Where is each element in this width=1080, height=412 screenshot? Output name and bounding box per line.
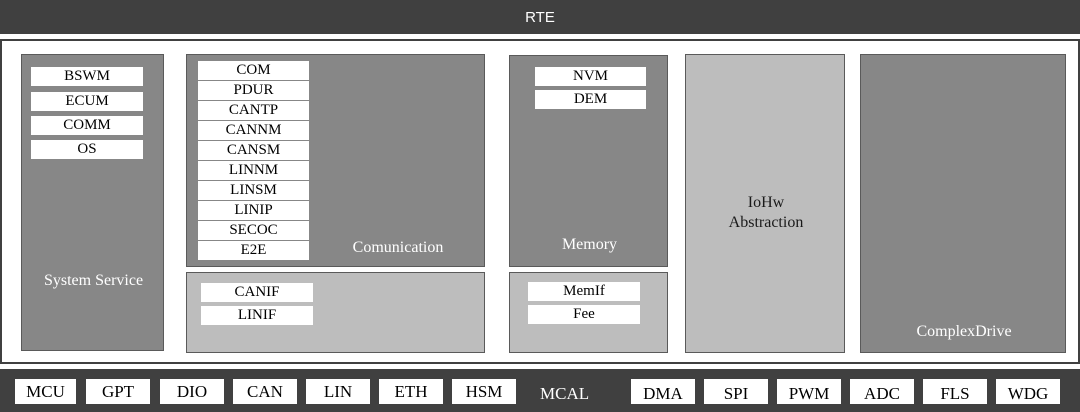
module-cannm: CANNM	[198, 121, 309, 140]
mcal-can: CAN	[233, 379, 297, 404]
iohw-label-line1: IoHw	[747, 194, 785, 211]
mcal-hsm: HSM	[452, 379, 516, 404]
mcal-lin: LIN	[306, 379, 370, 404]
complex-drive-label: ComplexDrive	[916, 323, 1012, 340]
module-linnm: LINNM	[198, 161, 309, 180]
module-com: COM	[198, 61, 309, 80]
mcal-adc: ADC	[850, 379, 914, 404]
module-os: OS	[31, 140, 143, 159]
mcal-eth: ETH	[379, 379, 443, 404]
module-ecum: ECUM	[31, 92, 143, 111]
iohw-label-line2: Abstraction	[728, 214, 804, 231]
module-memif: MemIf	[528, 282, 640, 301]
mcal-spi: SPI	[704, 379, 768, 404]
module-cantp: CANTP	[198, 101, 309, 120]
mcal-label: MCAL	[540, 384, 590, 403]
rte-label: RTE	[525, 8, 555, 26]
module-bswm: BSWM	[31, 67, 143, 86]
module-nvm: NVM	[535, 67, 646, 86]
module-secoc: SECOC	[198, 221, 309, 240]
system-service-panel: BSWM ECUM COMM OS System Service	[21, 54, 164, 351]
communication-label: Comunication	[352, 239, 444, 256]
module-pdur: PDUR	[198, 81, 309, 100]
module-linip: LINIP	[198, 201, 309, 220]
module-cansm: CANSM	[198, 141, 309, 160]
iohw-abstraction-panel: IoHw Abstraction	[685, 54, 845, 353]
communication-panel: COM PDUR CANTP CANNM CANSM LINNM LINSM L…	[186, 54, 485, 267]
mcal-pwm: PWM	[777, 379, 841, 404]
module-dem: DEM	[535, 90, 646, 109]
mcal-fls: FLS	[923, 379, 987, 404]
module-fee: Fee	[528, 305, 640, 324]
mcal-gpt: GPT	[86, 379, 150, 404]
mcal-dma: DMA	[631, 379, 695, 404]
mcal-wdg: WDG	[996, 379, 1060, 404]
module-comm: COMM	[31, 116, 143, 135]
memory-panel: NVM DEM Memory	[509, 55, 668, 267]
module-linif: LINIF	[201, 306, 313, 325]
module-canif: CANIF	[201, 283, 313, 302]
comm-interface-panel: CANIF LINIF	[186, 272, 485, 353]
mem-interface-panel: MemIf Fee	[509, 272, 668, 353]
system-service-label: System Service	[43, 272, 144, 289]
memory-label: Memory	[561, 236, 618, 253]
complex-drive-panel: ComplexDrive	[860, 54, 1066, 353]
module-e2e: E2E	[198, 241, 309, 260]
module-linsm: LINSM	[198, 181, 309, 200]
mcal-mcu: MCU	[15, 379, 76, 404]
mcal-dio: DIO	[160, 379, 224, 404]
rte-layer: RTE	[0, 0, 1080, 34]
